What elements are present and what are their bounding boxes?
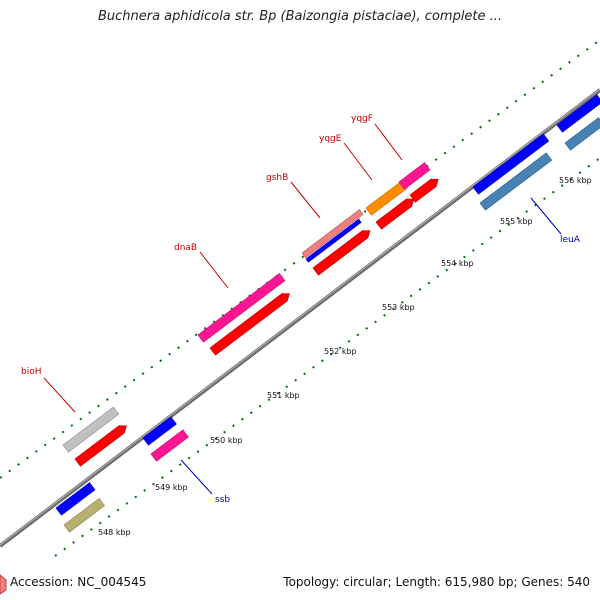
- feature-gshB-cds-face: [312, 230, 371, 276]
- inner-tick-guide: [54, 157, 600, 557]
- feature-leuA-blue[interactable]: [472, 131, 550, 195]
- feature-dnaB-pink[interactable]: [197, 271, 286, 343]
- tick-label-554: 554 kbp: [441, 259, 474, 268]
- tick-label-549: 549 kbp: [155, 483, 188, 492]
- tick-label-555: 555 kbp: [500, 217, 533, 226]
- ssb-leader: [180, 459, 213, 495]
- gene-label-yqgF[interactable]: yqgF: [351, 114, 373, 124]
- genome-backbone-highlight: [0, 88, 600, 546]
- outer-tick-guide: [0, 39, 600, 479]
- feature-gshB-blue-face: [305, 218, 362, 263]
- gene-label-leuA[interactable]: leuA: [560, 235, 581, 245]
- feature-yqgF-pink-face: [398, 162, 431, 190]
- tick-label-548: 548 kbp: [98, 528, 131, 537]
- feature-track: [55, 92, 600, 533]
- feature-ssb-pink[interactable]: [150, 427, 189, 462]
- feature-556-blue[interactable]: [556, 92, 600, 133]
- accession-text: Accession: NC_004545: [10, 575, 147, 589]
- feature-bioH-cds[interactable]: [74, 423, 127, 467]
- leuA-leader: [530, 197, 562, 235]
- tick-label-552: 552 kbp: [324, 347, 357, 356]
- feature-leuA-steel[interactable]: [479, 150, 553, 211]
- gene-label-dnaB[interactable]: dnaB: [174, 243, 197, 253]
- gene-label-bioH[interactable]: bioH: [21, 367, 42, 377]
- feature-548-olive[interactable]: [63, 496, 106, 533]
- feature-550-blue[interactable]: [142, 414, 177, 446]
- yqgE-leader: [343, 142, 373, 181]
- feature-yqgE-orange-face: [365, 180, 408, 216]
- feature-gshB-cds[interactable]: [312, 228, 371, 276]
- feature-548-olive-face: [63, 498, 106, 533]
- feature-gshB-salmon[interactable]: [301, 207, 364, 259]
- feature-gshB-salmon-face: [301, 209, 364, 259]
- feature-gshB-blue[interactable]: [305, 217, 362, 263]
- feature-leuA-steel-face: [479, 152, 553, 211]
- feature-yqgF-pink[interactable]: [398, 160, 431, 190]
- tick-label-553: 553 kbp: [382, 303, 415, 312]
- yqgF-leader: [374, 123, 403, 161]
- tick-label-556: 556 kbp: [559, 176, 592, 185]
- map-title: Buchnera aphidicola str. Bp (Baizongia p…: [97, 9, 503, 24]
- feature-dnaB-cds-face: [209, 293, 290, 356]
- gene-label-ssb[interactable]: ssb: [215, 495, 230, 505]
- feature-550-blue-face: [142, 416, 177, 446]
- feature-leuA-blue-face: [472, 133, 550, 195]
- gshB-leader: [290, 181, 321, 219]
- feature-556-blue-face: [556, 94, 600, 133]
- bioH-leader: [43, 377, 76, 413]
- feature-ssb-pink-face: [150, 429, 189, 462]
- feature-bioH-gray[interactable]: [62, 404, 120, 453]
- legend-swatch-icon: [0, 574, 7, 595]
- feature-548-blue[interactable]: [55, 480, 96, 516]
- feature-dnaB-pink-face: [197, 273, 286, 343]
- feature-yqgF-cds-face: [409, 178, 439, 203]
- tick-label-550: 550 kbp: [210, 436, 243, 445]
- gene-label-gshB[interactable]: gshB: [266, 173, 288, 183]
- topology-summary: Topology: circular; Length: 615,980 bp; …: [283, 575, 590, 589]
- feature-bioH-cds-face: [74, 425, 127, 467]
- feature-yqgE-cds-face: [375, 198, 415, 230]
- genome-backbone: [0, 88, 600, 548]
- dnaB-leader: [199, 251, 229, 289]
- feature-bioH-gray-face: [62, 406, 120, 453]
- feature-dnaB-cds[interactable]: [209, 291, 290, 356]
- feature-556-steel-face: [564, 117, 600, 151]
- gene-label-yqgE[interactable]: yqgE: [319, 134, 342, 144]
- feature-548-blue-face: [55, 482, 96, 516]
- feature-yqgE-cds[interactable]: [375, 196, 415, 230]
- tick-label-551: 551 kbp: [267, 391, 300, 400]
- feature-556-steel[interactable]: [564, 115, 600, 151]
- feature-yqgF-cds[interactable]: [409, 177, 439, 203]
- feature-yqgE-orange[interactable]: [365, 178, 408, 216]
